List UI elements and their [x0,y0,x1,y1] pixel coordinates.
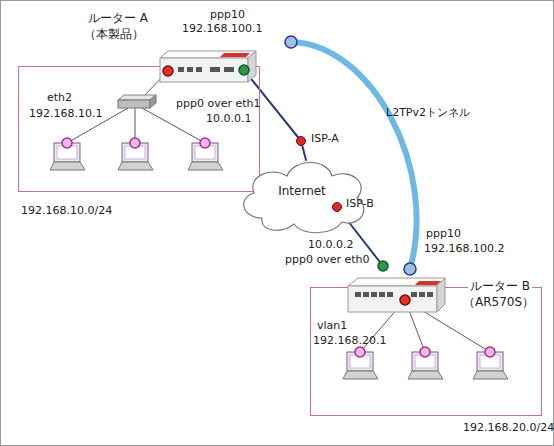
router-ports [178,67,234,72]
router-top [348,278,445,286]
router-top [160,51,256,58]
internet-cloud: Internet [232,148,372,236]
node-text: ルーター B [468,280,532,293]
interface-label: ppp0 over eth1 [176,97,261,110]
router-icon [160,34,300,84]
node-text: vlan1 [317,319,347,332]
edge-label: L2TPv2トンネル [386,106,470,119]
router-accent [415,281,441,285]
isp-point: ISP-A [296,136,306,146]
lan-b-host-ports [355,347,495,357]
router-front [348,286,437,312]
node-text: ISP-A [311,132,339,145]
interface-label: ppp10 [210,8,245,21]
node-text: Internet [232,185,372,198]
router-node: ルーター B（AR570S） [345,258,450,318]
router-front [160,58,248,82]
interface-label: 10.0.0.1 [206,112,251,125]
lan-area: eth2192.168.10.1192.168.10.0/24 [18,66,260,192]
node-text: （AR570S） [461,296,536,309]
lan-port-dot [163,66,173,76]
router-node: ルーター A（本製品） [160,34,300,84]
lan-port-dot [400,295,410,305]
interface-label: 192.168.100.1 [182,22,262,35]
router-accent [220,53,250,57]
node-text: （本製品） [84,28,144,41]
tunnel-line [291,42,417,269]
wan-port-dot [239,65,249,75]
node-text: 192.168.10.0/24 [21,204,112,217]
switch-icon [118,95,156,108]
interface-label: ppp10 [426,227,461,240]
node-text: ルーター A [88,12,148,25]
node-text: 192.168.20.0/24 [463,421,554,434]
node-text: ISP-B [346,197,374,210]
tunnel-port-dot [285,36,297,48]
tunnel-port-dot [404,263,416,275]
node-text: 192.168.20.1 [313,334,386,347]
wan-port-dot [378,261,388,271]
router-icon [345,258,450,318]
lan-a-host-ports [62,138,210,148]
interface-label: 10.0.0.2 [308,238,353,251]
router-ports [355,292,433,297]
router-side [248,51,256,82]
interface-label: ppp0 over eth0 [285,253,370,266]
isp-point: ISP-B [332,202,342,212]
node-text: eth2 [47,91,72,104]
interface-label: 192.168.100.2 [424,242,504,255]
node-text: 192.168.10.1 [29,107,102,120]
